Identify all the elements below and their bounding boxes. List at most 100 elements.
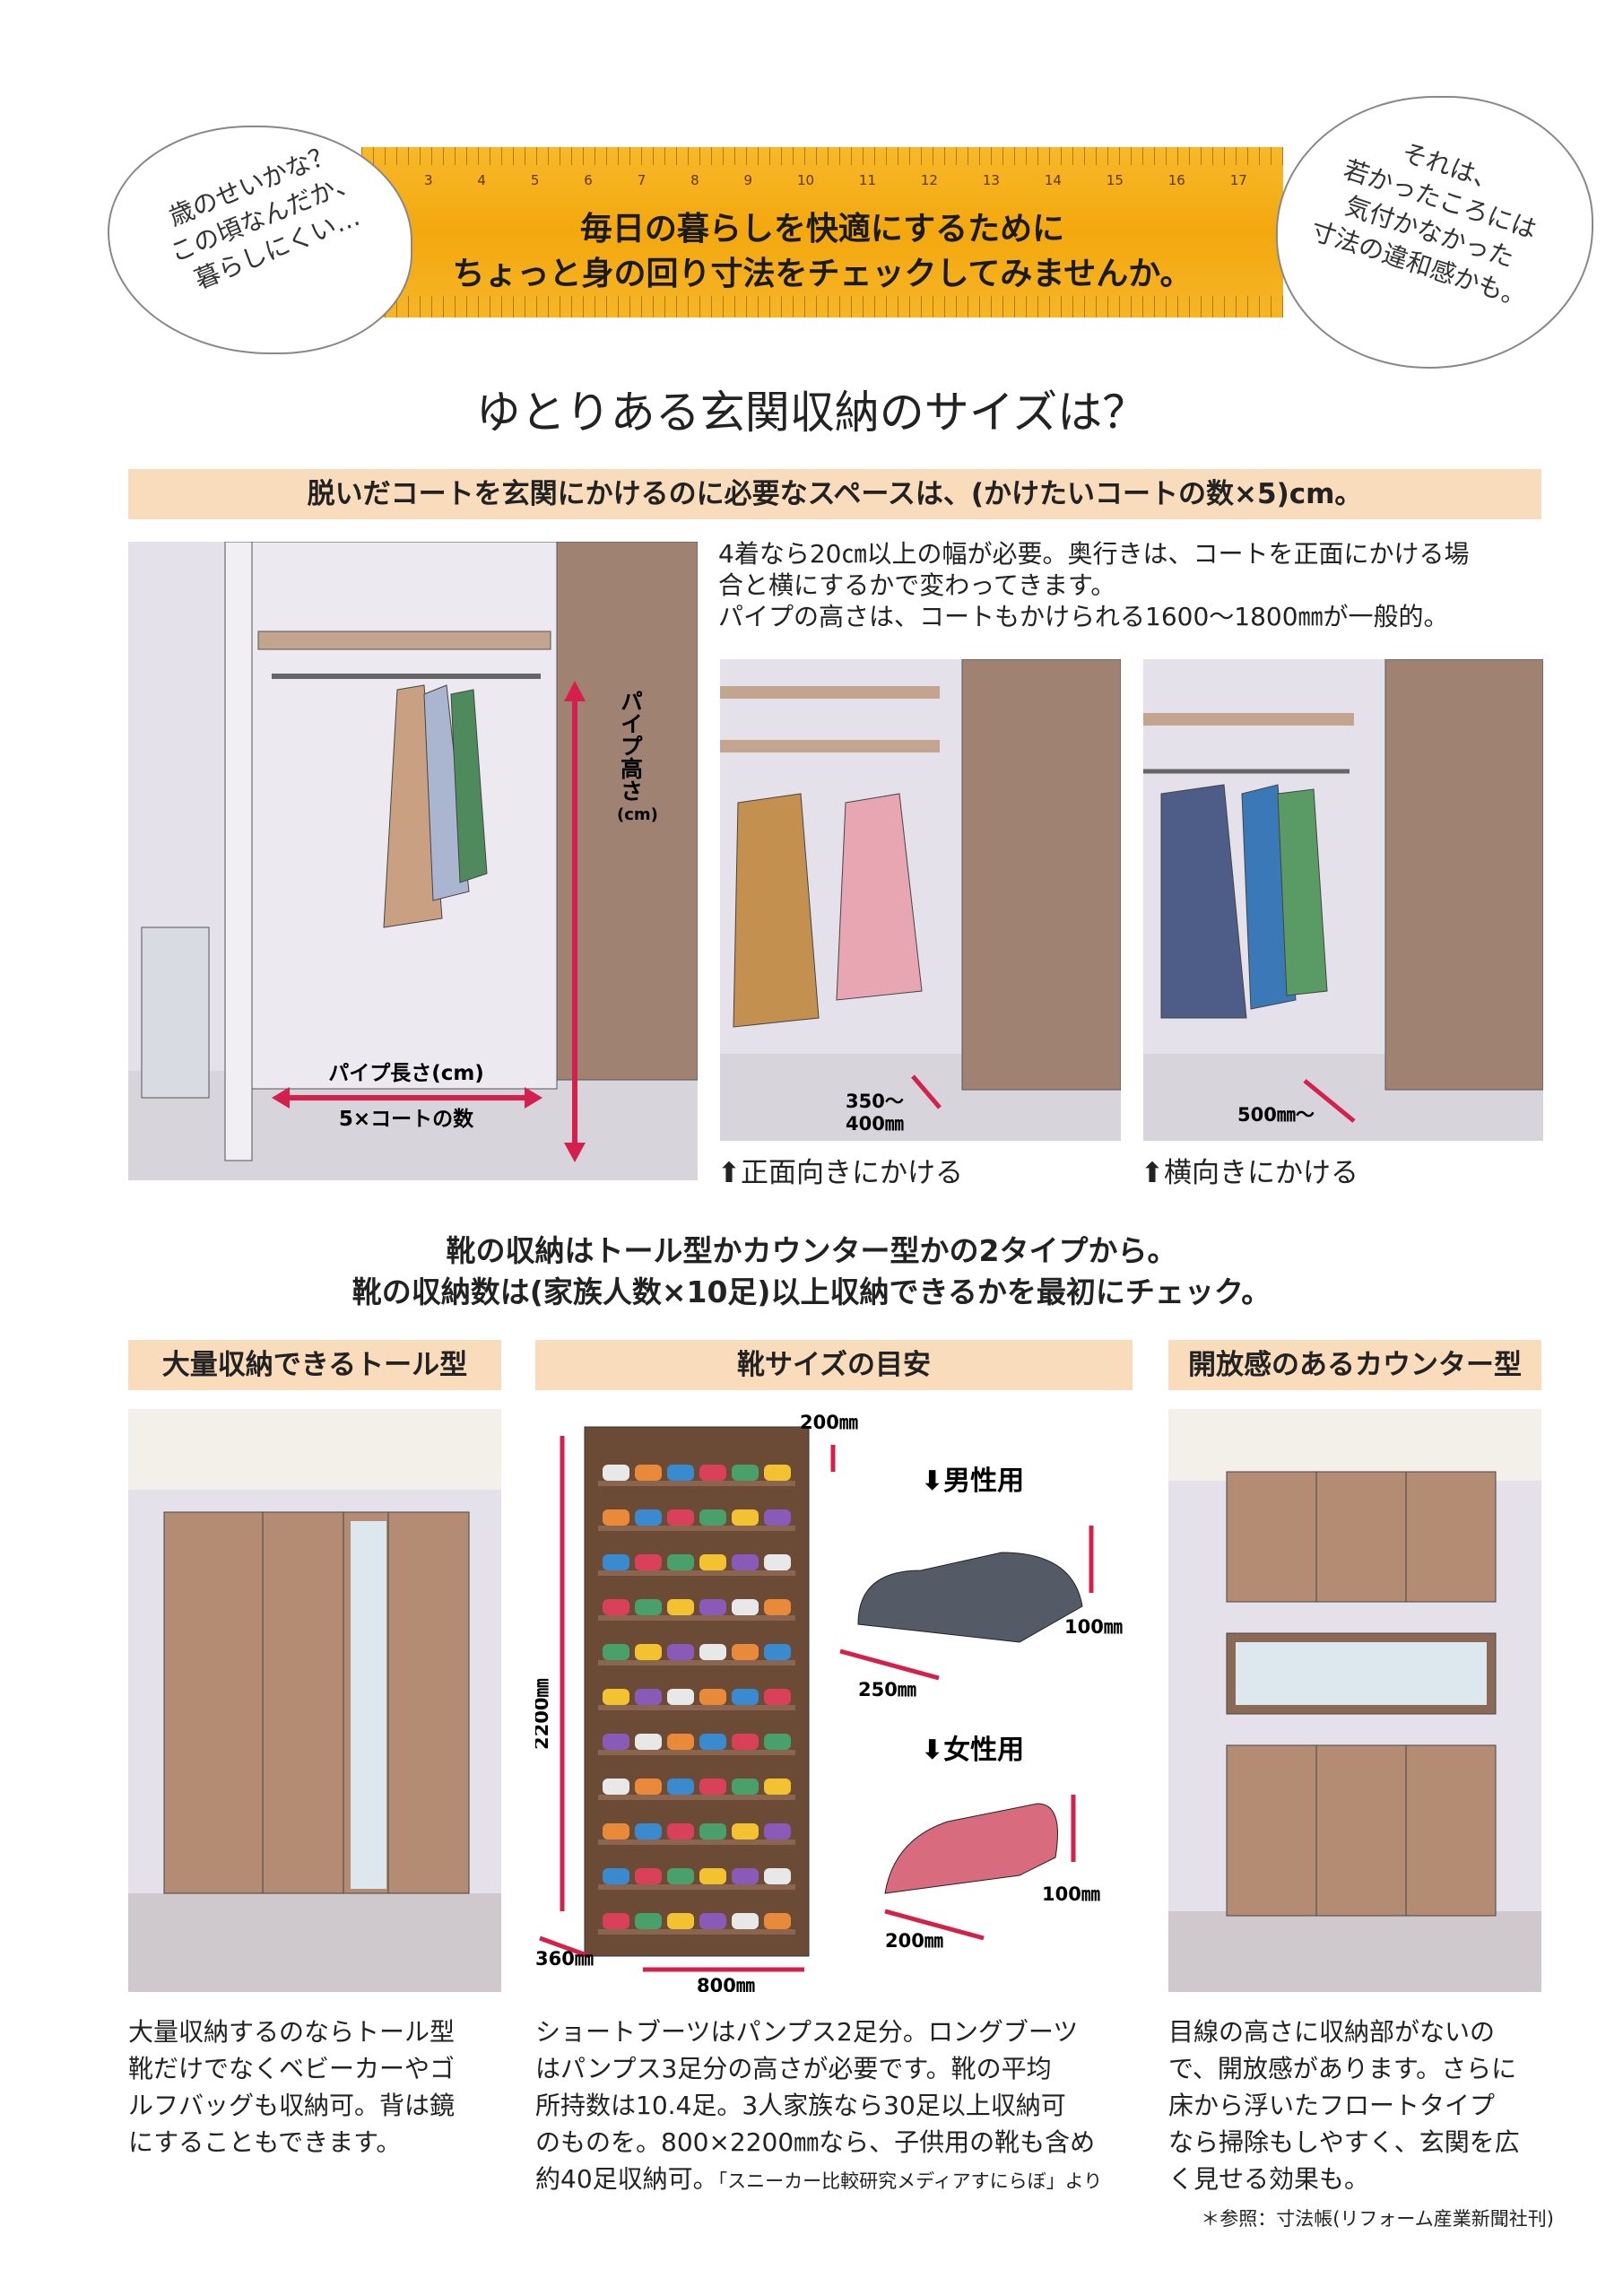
men-label: ⬇男性用 xyxy=(921,1465,1024,1497)
shoe-pair xyxy=(603,1913,629,1929)
arrow-up-icon: ⬆ xyxy=(1141,1157,1164,1189)
shoe-pair xyxy=(764,1465,791,1481)
dim-height: 2200㎜ xyxy=(535,1679,552,1750)
counter-header: 開放感のあるカウンター型 xyxy=(1168,1340,1541,1390)
shoe-pair xyxy=(667,1823,694,1839)
pipe-length-formula: 5×コートの数 xyxy=(339,1108,474,1131)
shoe-pair xyxy=(667,1779,694,1795)
shelf xyxy=(598,1839,795,1845)
ruler-number: 16 xyxy=(1167,172,1185,188)
shoe-pair xyxy=(732,1689,759,1705)
ruler-number: 7 xyxy=(637,172,647,188)
ruler-number: 17 xyxy=(1229,172,1247,188)
pipe-height-unit: (cm) xyxy=(617,805,658,824)
shoe-pair xyxy=(732,1509,759,1526)
ruler-number: 3 xyxy=(424,172,433,188)
text-line: 所持数は10.4足。3人家族なら30足以上収納可 xyxy=(535,2091,1066,2120)
shoe-pair xyxy=(732,1554,759,1570)
shoe-pair xyxy=(699,1779,726,1795)
text-line: 床から浮いたフロートタイプ xyxy=(1168,2091,1496,2120)
women-height: 100㎜ xyxy=(1042,1883,1100,1905)
shoe-pair xyxy=(699,1913,726,1929)
ruler-number: 5 xyxy=(530,172,540,188)
arrow-up-icon: ⬆ xyxy=(717,1157,741,1189)
shoe-pair xyxy=(764,1913,791,1929)
shoe-pair xyxy=(764,1779,791,1795)
men-height: 100㎜ xyxy=(1064,1616,1123,1638)
shoe-pair xyxy=(635,1465,662,1481)
shelf xyxy=(598,1884,795,1890)
ruler-number: 13 xyxy=(982,172,1000,188)
shoe-pair xyxy=(667,1868,694,1884)
men-length: 250㎜ xyxy=(858,1679,916,1700)
text-line: 目線の高さに収納部がないの xyxy=(1168,2017,1496,2047)
shoe-pair xyxy=(635,1644,662,1660)
shoe-pair xyxy=(732,1823,759,1839)
ruler-number: 12 xyxy=(920,172,938,188)
shoe-pair xyxy=(667,1554,694,1570)
shelf xyxy=(598,1660,795,1665)
paragraph-line: 合と横にするかで変わってきます。 xyxy=(718,570,1116,600)
page-title: ゆとりある玄関収納のサイズは？ xyxy=(475,387,1148,439)
shoe-pair xyxy=(667,1599,694,1615)
shoe-pair xyxy=(635,1868,662,1884)
shoe-pair xyxy=(764,1554,791,1570)
text-line: く見せる効果も。 xyxy=(1168,2164,1370,2194)
shoe-pair xyxy=(603,1554,629,1570)
shoe-pair xyxy=(764,1689,791,1705)
ruler-number: 14 xyxy=(1044,172,1062,188)
front-hanging-illustration: 350～ 400㎜ xyxy=(720,659,1121,1141)
shoe-pair xyxy=(764,1823,791,1839)
paragraph-line: パイプの高さは、コートもかけられる1600～1800㎜が一般的。 xyxy=(718,602,1449,631)
shelf xyxy=(598,1481,795,1486)
tall-header: 大量収納できるトール型 xyxy=(128,1340,501,1390)
counter-cabinet-illustration xyxy=(1168,1409,1541,1992)
shoe-pair xyxy=(764,1509,791,1526)
shoe-pair xyxy=(699,1734,726,1750)
pipe-length-label: パイプ長さ(cm) xyxy=(328,1062,484,1085)
ruler-number: 11 xyxy=(858,172,877,188)
banner-line-1: 毎日の暮らしを快適にするために xyxy=(579,211,1065,248)
text-line: 靴だけでなくベビーカーやゴ xyxy=(128,2054,456,2083)
dim-depth: 360㎜ xyxy=(535,1948,594,1970)
text-line: ルフバッグも収納可。背は鏡 xyxy=(128,2091,456,2120)
ruler-number: 4 xyxy=(477,172,486,188)
shelf xyxy=(598,1795,795,1800)
shoe-pair xyxy=(699,1689,726,1705)
counter-text: 目線の高さに収納部がないの で、開放感があります。さらに 床から浮いたフロートタ… xyxy=(1168,2013,1554,2238)
shoe-pair xyxy=(699,1599,726,1615)
shoe-pair xyxy=(603,1509,629,1526)
shoe-pair xyxy=(635,1689,662,1705)
shoe-pair xyxy=(603,1823,629,1839)
caption-side: ⬆横向きにかける xyxy=(1141,1150,1358,1190)
speech-cloud-left xyxy=(108,126,412,354)
shelf xyxy=(598,1526,795,1531)
shoe-pair xyxy=(764,1868,791,1884)
shoe-heading-2: 靴の収納数は(家族人数×10足)以上収納できるかを最初にチェック。 xyxy=(352,1274,1271,1309)
shoe-pair xyxy=(699,1554,726,1570)
text-line: で、開放感があります。さらに xyxy=(1168,2054,1517,2083)
shelf xyxy=(598,1705,795,1710)
ruler-ticks-bottom xyxy=(361,296,1283,317)
shoe-pair xyxy=(732,1868,759,1884)
shelf xyxy=(598,1750,795,1755)
text-line: のものを。800×2200㎜なら、子供用の靴も含め xyxy=(535,2127,1096,2157)
women-label: ⬇女性用 xyxy=(921,1735,1024,1766)
shoe-pair xyxy=(603,1644,629,1660)
text-line: 約40足収納可。「スニーカー比較研究メディアすにらぼ」より xyxy=(535,2161,1145,2200)
shoe-pair xyxy=(699,1644,726,1660)
paragraph-line: 4着なら20㎝以上の幅が必要。奥行きは、コートを正面にかける場 xyxy=(718,539,1470,569)
text-line: なら掃除もしやすく、玄関を広 xyxy=(1168,2127,1520,2157)
women-length: 200㎜ xyxy=(885,1930,943,1952)
shoe-pair xyxy=(732,1644,759,1660)
front-depth-a: 350～ xyxy=(846,1091,904,1112)
shoe-pair xyxy=(635,1734,662,1750)
text-line: にすることもできます。 xyxy=(128,2127,402,2157)
shelf xyxy=(598,1615,795,1621)
shoe-heading-1: 靴の収納はトール型かカウンター型かの2タイプから。 xyxy=(446,1233,1177,1268)
tall-cabinet-illustration xyxy=(128,1409,501,1992)
shelf xyxy=(598,1929,795,1935)
shoe-pair xyxy=(635,1509,662,1526)
shoe-pair xyxy=(635,1779,662,1795)
